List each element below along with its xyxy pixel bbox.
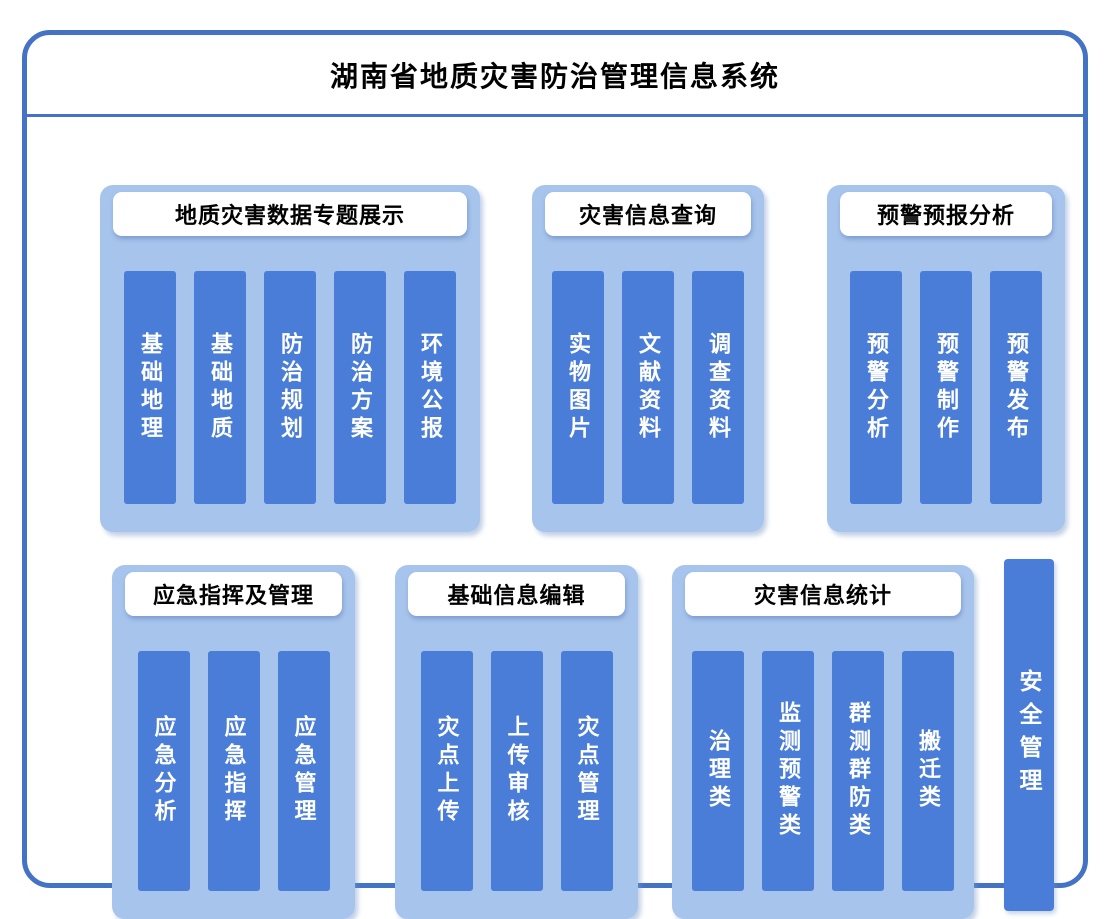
group-thematic-display: 地质灾害数据专题展示 基础地理 基础地质 防治规划 防治方案 环境公报 <box>100 185 480 532</box>
module-box: 灾点上传 <box>420 651 473 891</box>
module-box: 监测预警类 <box>762 651 814 891</box>
group-disaster-info-query: 灾害信息查询 实物图片 文献资料 调查资料 <box>532 185 764 532</box>
module-box: 环境公报 <box>404 271 456 504</box>
group-title: 预警预报分析 <box>840 192 1052 236</box>
outer-frame: 湖南省地质灾害防治管理信息系统 地质灾害数据专题展示 基础地理 基础地质 防治规… <box>22 30 1088 919</box>
module-box: 预警分析 <box>850 271 902 504</box>
module-box: 应急管理 <box>277 651 330 891</box>
module-box: 预警制作 <box>920 271 972 504</box>
group-title: 应急指挥及管理 <box>125 572 342 616</box>
header: 湖南省地质灾害防治管理信息系统 <box>27 35 1083 117</box>
security-management-bar: 安全管理 <box>1004 559 1054 911</box>
group-items: 实物图片 文献资料 调查资料 <box>532 271 764 504</box>
module-box: 基础地理 <box>124 271 176 504</box>
module-box: 调查资料 <box>692 271 744 504</box>
group-items: 基础地理 基础地质 防治规划 防治方案 环境公报 <box>100 271 480 504</box>
group-title: 基础信息编辑 <box>408 572 625 616</box>
group-basic-info-edit: 基础信息编辑 灾点上传 上传审核 灾点管理 <box>395 565 638 919</box>
group-disaster-info-statistics: 灾害信息统计 治理类 监测预警类 群测群防类 搬迁类 <box>672 565 974 919</box>
module-box: 防治方案 <box>334 271 386 504</box>
page-title: 湖南省地质灾害防治管理信息系统 <box>329 60 780 92</box>
group-emergency-command: 应急指挥及管理 应急分析 应急指挥 应急管理 <box>112 565 355 919</box>
group-items: 灾点上传 上传审核 灾点管理 <box>395 651 638 891</box>
module-box: 防治规划 <box>264 271 316 504</box>
group-warning-forecast-analysis: 预警预报分析 预警分析 预警制作 预警发布 <box>827 185 1065 532</box>
module-box: 实物图片 <box>552 271 604 504</box>
group-items: 应急分析 应急指挥 应急管理 <box>112 651 355 891</box>
module-box: 预警发布 <box>990 271 1042 504</box>
module-box: 群测群防类 <box>832 651 884 891</box>
group-title: 灾害信息查询 <box>545 192 751 236</box>
module-box: 基础地质 <box>194 271 246 504</box>
group-title: 地质灾害数据专题展示 <box>113 192 467 236</box>
module-box: 搬迁类 <box>902 651 954 891</box>
module-box: 应急分析 <box>137 651 190 891</box>
module-box: 文献资料 <box>622 271 674 504</box>
module-box: 治理类 <box>692 651 744 891</box>
group-items: 治理类 监测预警类 群测群防类 搬迁类 <box>672 651 974 891</box>
module-box: 上传审核 <box>490 651 543 891</box>
module-box: 应急指挥 <box>207 651 260 891</box>
module-box: 灾点管理 <box>560 651 613 891</box>
group-title: 灾害信息统计 <box>685 572 961 616</box>
group-items: 预警分析 预警制作 预警发布 <box>827 271 1065 504</box>
